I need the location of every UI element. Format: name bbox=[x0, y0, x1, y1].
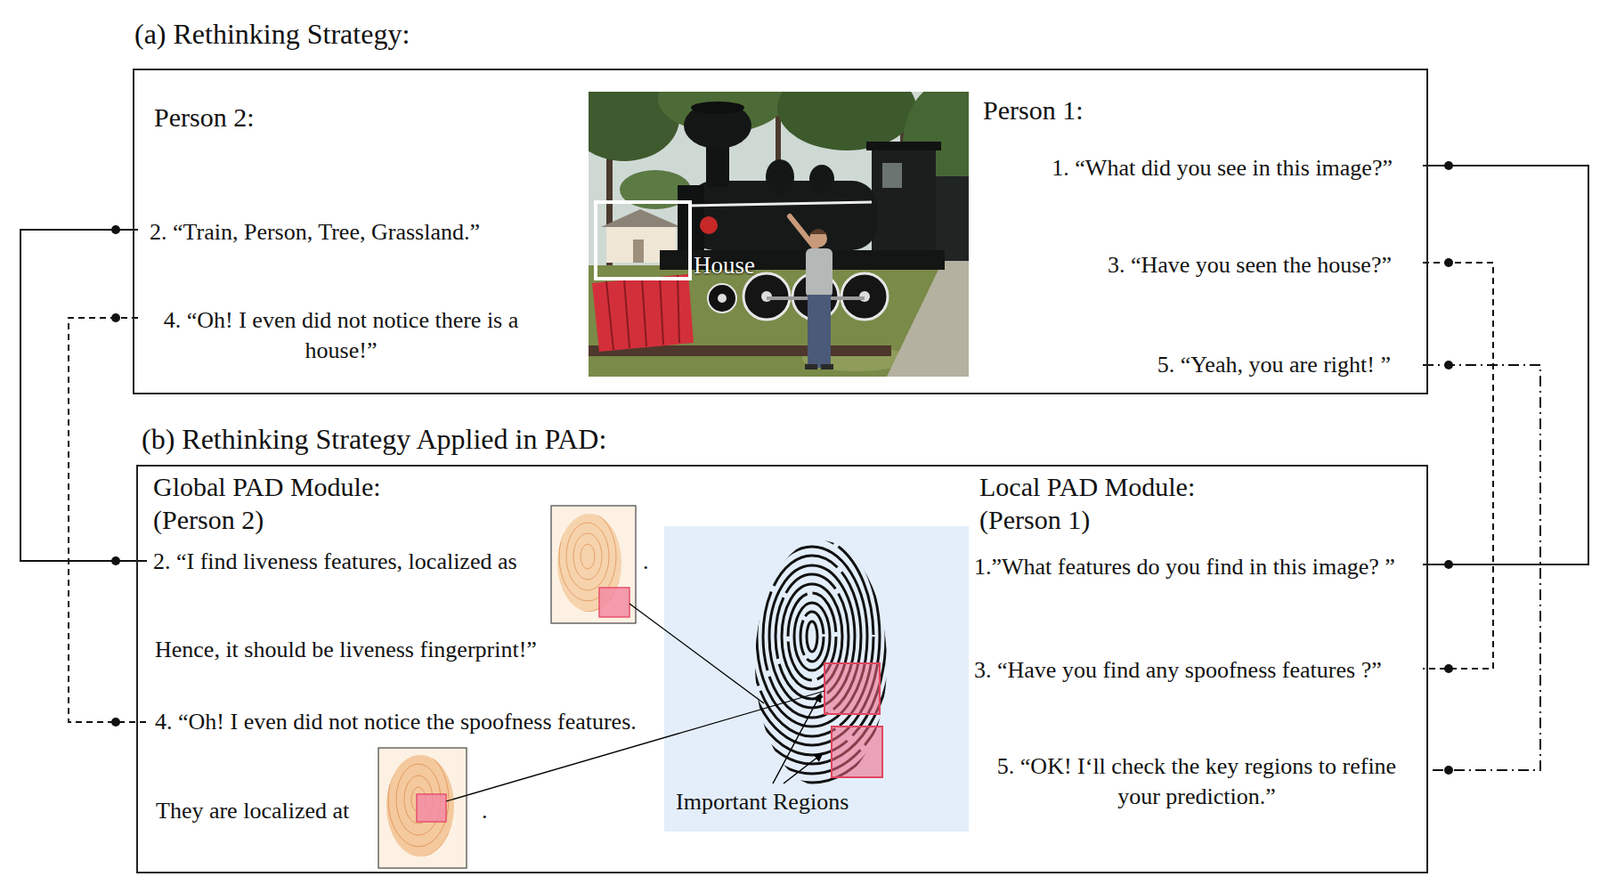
dialogue-text: . bbox=[642, 546, 650, 577]
speaker-label: Person 2: bbox=[154, 101, 255, 134]
dialogue-line: 2. “Train, Person, Tree, Grassland.” bbox=[138, 217, 548, 248]
dialogue-line: 5. “Yeah, you are right! ” bbox=[979, 349, 1423, 381]
dialogue-text: They are localized at bbox=[155, 795, 350, 827]
fingerprint-panel bbox=[664, 526, 969, 832]
dialogue-text: 1.”What features do you find in this ima… bbox=[974, 552, 1423, 583]
dialogue-line: 4. “Oh! I even did not notice the spoofn… bbox=[146, 703, 662, 830]
connector-dot bbox=[111, 225, 121, 235]
pointer-line bbox=[783, 753, 823, 784]
dialogue-text: 5. “OK! I‘ll check the key regions to re… bbox=[987, 751, 1406, 813]
panel-box: (a) Rethinking Strategy:1. “What did you… bbox=[132, 68, 1429, 395]
dialogue-text: 3. “Have you find any spoofness features… bbox=[974, 655, 1423, 686]
photo-annotation: House bbox=[693, 251, 756, 280]
connector-dot bbox=[1444, 560, 1454, 569]
dialogue-connector bbox=[1422, 365, 1541, 771]
module-label: Global PAD Module: bbox=[153, 471, 382, 504]
dialogue-connector bbox=[20, 229, 147, 561]
dialogue-text: . bbox=[481, 795, 488, 827]
dialogue-connector bbox=[68, 317, 147, 723]
speaker-label: Person 1: bbox=[982, 94, 1084, 127]
panel-heading: (b) Rethinking Strategy Applied in PAD: bbox=[141, 422, 607, 456]
connector-dot bbox=[1444, 360, 1454, 370]
dialogue-text: 2. “Train, Person, Tree, Grassland.” bbox=[149, 217, 548, 248]
train-photo bbox=[568, 64, 996, 377]
dialogue-line: 1. “What did you see in this image?” bbox=[979, 153, 1423, 184]
connector-dot bbox=[1444, 258, 1454, 268]
dialogue-connector bbox=[1422, 262, 1494, 669]
leader-line bbox=[629, 603, 764, 704]
module-label: (Person 2) bbox=[153, 503, 264, 537]
connector-dot bbox=[111, 556, 121, 566]
connector-dot bbox=[1444, 161, 1454, 171]
module-label: (Person 1) bbox=[979, 503, 1090, 537]
connector-dot bbox=[1444, 664, 1454, 674]
dialogue-connector bbox=[1422, 165, 1589, 565]
callout-label: Important Regions bbox=[675, 787, 849, 816]
dialogue-text: 5. “Yeah, you are right! ” bbox=[979, 349, 1391, 381]
spoof-thumbnail bbox=[378, 741, 467, 869]
region-highlight bbox=[831, 726, 883, 778]
dialogue-line: 1.”What features do you find in this ima… bbox=[970, 552, 1423, 583]
dialogue-line: 3. “Have you find any spoofness features… bbox=[970, 655, 1423, 686]
dialogue-text: 4. “Oh! I even did not notice the spoofn… bbox=[154, 706, 637, 738]
dialogue-line: 4. “Oh! I even did not notice there is a… bbox=[138, 305, 548, 366]
dialogue-text: 3. “Have you seen the house?” bbox=[979, 250, 1392, 281]
connector-dot bbox=[1444, 765, 1454, 775]
region-highlight bbox=[824, 663, 880, 715]
dialogue-line: 3. “Have you seen the house?” bbox=[979, 250, 1423, 281]
dialogue-line: 2. “I find liveness features, localized … bbox=[146, 539, 653, 669]
connector-dot bbox=[111, 717, 121, 727]
pointer-line bbox=[772, 693, 821, 784]
leader-line bbox=[446, 690, 825, 802]
dialogue-text: 2. “I find liveness features, localized … bbox=[153, 546, 518, 577]
dialogue-text: 1. “What did you see in this image?” bbox=[979, 153, 1393, 184]
connector-dot bbox=[111, 313, 121, 323]
panel-heading: (a) Rethinking Strategy: bbox=[134, 16, 410, 51]
dialogue-line: 5. “OK! I‘ll check the key regions to re… bbox=[970, 751, 1423, 813]
dialogue-text: 4. “Oh! I even did not notice there is a… bbox=[149, 305, 533, 366]
module-label: Local PAD Module: bbox=[979, 471, 1195, 504]
liveness-thumbnail bbox=[551, 501, 636, 624]
dialogue-text: Hence, it should be liveness fingerprint… bbox=[154, 634, 537, 666]
fingerprint bbox=[706, 471, 918, 802]
